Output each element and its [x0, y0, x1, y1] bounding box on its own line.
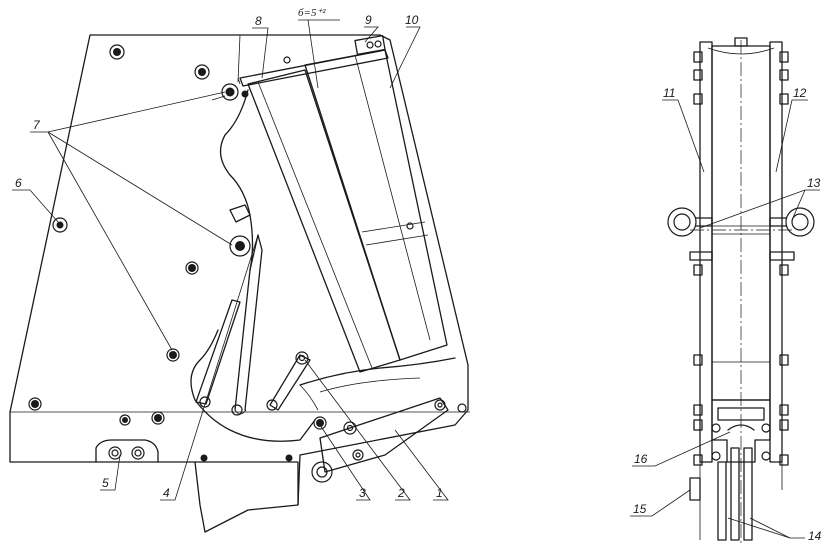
- callout-12: 12: [793, 86, 807, 100]
- callout-16: 16: [634, 452, 648, 466]
- callout-7: 7: [33, 118, 41, 132]
- lower-shell: [190, 329, 316, 442]
- gap-dimension: б=5⁺²: [298, 7, 326, 19]
- front-bolts: [693, 51, 789, 466]
- base-plate: [194, 461, 299, 506]
- callout-8: 8: [255, 14, 262, 28]
- callout-15: 15: [633, 502, 647, 516]
- swing-link: [219, 89, 254, 411]
- bracket-15: [689, 477, 701, 501]
- eye-bolts: [667, 207, 815, 261]
- lower-mechanism: [711, 399, 771, 463]
- callout-11: 11: [663, 86, 675, 100]
- leaders-left: [12, 26, 449, 501]
- bracket-5: [95, 439, 159, 463]
- front-view: [630, 37, 820, 545]
- callout-3: 3: [359, 486, 366, 500]
- fixed-jaw: [304, 49, 448, 361]
- callout-5: 5: [102, 476, 109, 490]
- top-bar: [239, 49, 389, 87]
- callout-13: 13: [807, 176, 821, 190]
- callout-14: 14: [808, 529, 822, 543]
- callout-6: 6: [15, 176, 22, 190]
- shafts: [717, 447, 753, 541]
- side-view: б=5⁺²: [9, 7, 470, 533]
- callout-9: 9: [365, 13, 372, 27]
- toggle-link-left: [195, 299, 241, 405]
- movable-jaw: [247, 69, 401, 373]
- bolts: [28, 40, 467, 483]
- callout-2: 2: [397, 486, 405, 500]
- callout-10: 10: [405, 13, 419, 27]
- side-plate-left: [699, 41, 713, 463]
- callout-labels: 1 2 3 4 5 6 7 8 9 10 11 12 13 14 15 16: [15, 13, 822, 543]
- leaders-right: [630, 99, 820, 539]
- callout-1: 1: [436, 486, 443, 500]
- callout-4: 4: [163, 486, 170, 500]
- frame-outline: [9, 34, 469, 533]
- lever-1: [319, 397, 449, 473]
